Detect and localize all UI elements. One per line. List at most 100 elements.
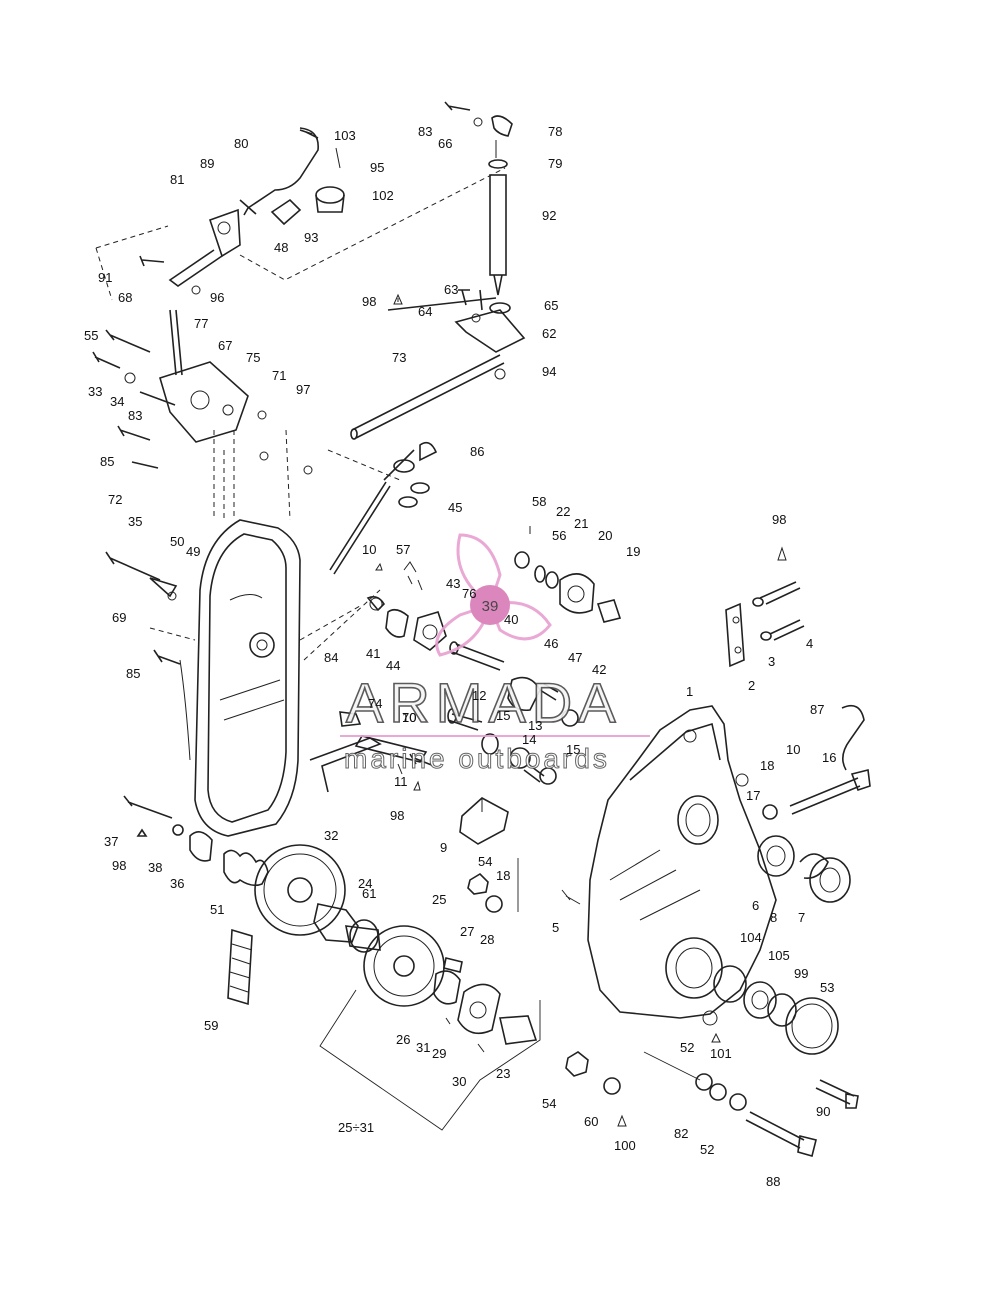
- callout-88: 88: [766, 1174, 780, 1189]
- linkage: [309, 711, 509, 845]
- callout-46: 46: [544, 636, 558, 651]
- callout-67: 67: [218, 338, 232, 353]
- callout-24: 24: [358, 876, 372, 891]
- callout-6: 6: [752, 898, 759, 913]
- callout-9: 9: [440, 840, 447, 855]
- callout-5: 5: [552, 920, 559, 935]
- callout-2: 2: [748, 678, 755, 693]
- callout-19: 19: [626, 544, 640, 559]
- lower-fasteners: [467, 858, 817, 1157]
- callout-25-31: 25÷31: [338, 1120, 374, 1135]
- callout-38: 38: [148, 860, 162, 875]
- callout-69: 69: [112, 610, 126, 625]
- callout-80: 80: [234, 136, 248, 151]
- callout-96: 96: [210, 290, 224, 305]
- callout-78: 78: [548, 124, 562, 139]
- callout-64: 64: [418, 304, 432, 319]
- callout-104: 104: [740, 930, 762, 945]
- callout-54: 54: [542, 1096, 556, 1111]
- callout-83: 83: [128, 408, 142, 423]
- callout-30: 30: [452, 1074, 466, 1089]
- callout-73: 73: [392, 350, 406, 365]
- callout-94: 94: [542, 364, 556, 379]
- watermark-tagline: marine outboards: [344, 743, 610, 774]
- callout-45: 45: [448, 500, 462, 515]
- callout-56: 56: [552, 528, 566, 543]
- callout-58: 58: [532, 494, 546, 509]
- callout-11: 11: [394, 774, 408, 789]
- callout-10: 10: [362, 542, 376, 557]
- callout-98: 98: [772, 512, 786, 527]
- callout-7: 7: [798, 910, 805, 925]
- watermark-brand: ARMADA: [346, 671, 622, 734]
- callout-26: 26: [396, 1032, 410, 1047]
- callout-100: 100: [614, 1138, 636, 1153]
- callout-42: 42: [592, 662, 606, 677]
- callout-98: 98: [390, 808, 404, 823]
- callout-87: 87: [810, 702, 824, 717]
- callout-55: 55: [84, 328, 98, 343]
- callout-98: 98: [112, 858, 126, 873]
- callout-66: 66: [438, 136, 452, 151]
- callout-44: 44: [386, 658, 400, 673]
- callout-43: 43: [446, 576, 460, 591]
- callout-59: 59: [204, 1018, 218, 1033]
- callout-72: 72: [108, 492, 122, 507]
- callout-83: 83: [418, 124, 432, 139]
- callout-17: 17: [746, 788, 760, 803]
- callout-105: 105: [768, 948, 790, 963]
- callout-27: 27: [460, 924, 474, 939]
- lower-gear-assembly: [123, 795, 541, 1131]
- callout-79: 79: [548, 156, 562, 171]
- callout-22: 22: [556, 504, 570, 519]
- watermark: 39 ARMADA marine outboards: [340, 533, 650, 775]
- callout-48: 48: [274, 240, 288, 255]
- callout-16: 16: [822, 750, 836, 765]
- callout-53: 53: [820, 980, 834, 995]
- callout-61: 61: [362, 886, 376, 901]
- callout-14: 14: [522, 732, 536, 747]
- callout-65: 65: [544, 298, 558, 313]
- callout-91: 91: [98, 270, 112, 285]
- callout-3: 3: [768, 654, 775, 669]
- callout-75: 75: [246, 350, 260, 365]
- callout-71: 71: [272, 368, 286, 383]
- propeller-logo: 39: [435, 533, 552, 657]
- callout-54: 54: [478, 854, 492, 869]
- logo-hub: [470, 585, 510, 625]
- callout-10: 10: [786, 742, 800, 757]
- callout-40: 40: [504, 612, 518, 627]
- shift-rod-assembly: [350, 101, 526, 440]
- callout-89: 89: [200, 156, 214, 171]
- callout-84: 84: [324, 650, 338, 665]
- callout-97: 97: [296, 382, 310, 397]
- callout-49: 49: [186, 544, 200, 559]
- callout-57: 57: [396, 542, 410, 557]
- callout-101: 101: [710, 1046, 732, 1061]
- callout-86: 86: [470, 444, 484, 459]
- callout-82: 82: [674, 1126, 688, 1141]
- callout-70: 70: [402, 710, 416, 725]
- callout-18: 18: [760, 758, 774, 773]
- callout-52: 52: [700, 1142, 714, 1157]
- callout-62: 62: [542, 326, 556, 341]
- callout-90: 90: [816, 1104, 830, 1119]
- callout-35: 35: [128, 514, 142, 529]
- callout-99: 99: [794, 966, 808, 981]
- callout-85: 85: [100, 454, 114, 469]
- callout-41: 41: [366, 646, 380, 661]
- callout-103: 103: [334, 128, 356, 143]
- callout-63: 63: [444, 282, 458, 297]
- callout-18: 18: [496, 868, 510, 883]
- callout-33: 33: [88, 384, 102, 399]
- callout-31: 31: [416, 1040, 430, 1055]
- callout-12: 12: [472, 688, 486, 703]
- callout-13: 13: [528, 718, 542, 733]
- callout-28: 28: [480, 932, 494, 947]
- callout-60: 60: [584, 1114, 598, 1129]
- callout-15: 15: [496, 708, 510, 723]
- callout-10: 10: [402, 710, 416, 725]
- callout-51: 51: [210, 902, 224, 917]
